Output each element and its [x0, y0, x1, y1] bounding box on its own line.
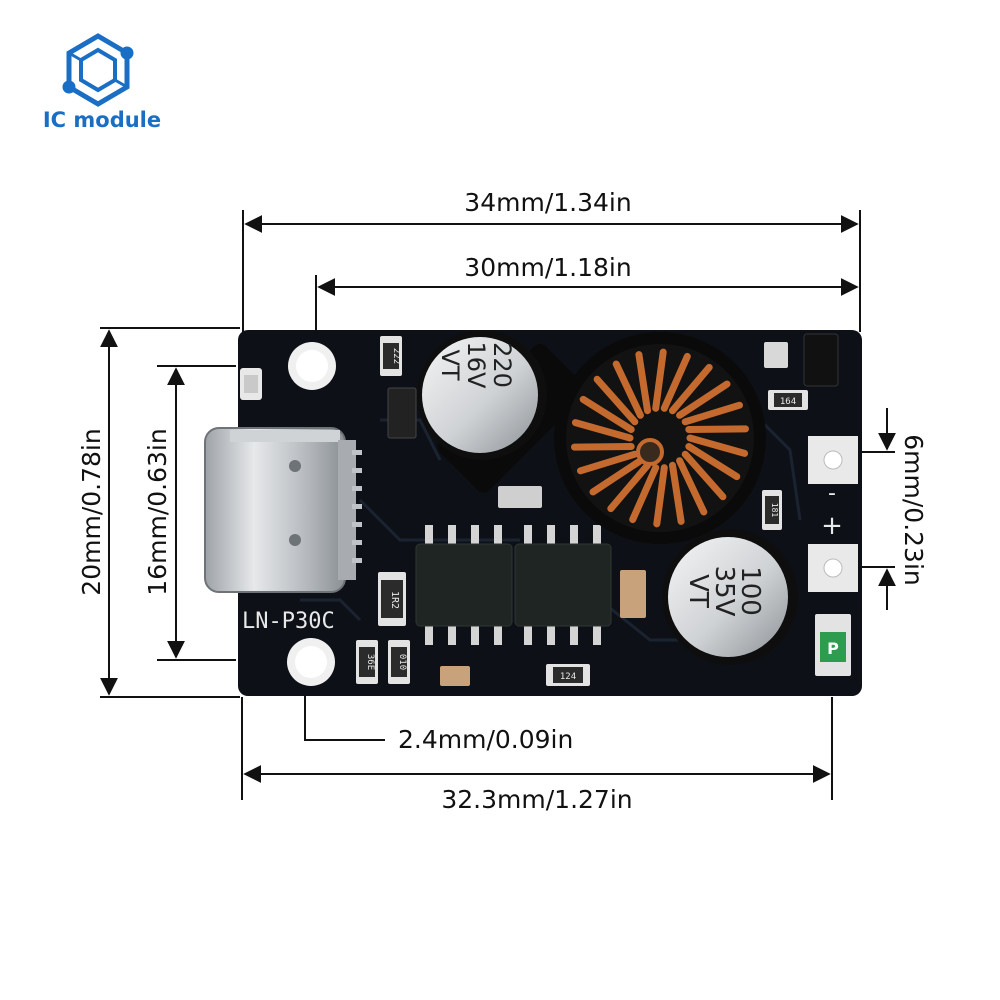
coil-winding	[577, 450, 639, 475]
cap2-voltage: 35V	[709, 566, 739, 617]
pad-plus-label: +	[821, 511, 843, 541]
smd-resistor-181: 181	[762, 490, 782, 530]
hexagon-circuit-icon	[62, 33, 134, 107]
coil-winding	[612, 360, 644, 419]
pad-minus-label: -	[828, 481, 836, 506]
smd-resistor-36e: 36E	[356, 640, 378, 684]
p-marker-pad: P	[815, 614, 851, 676]
output-pad-minus	[808, 436, 858, 484]
mounting-hole-top	[288, 342, 336, 390]
electrolytic-capacitor-220: 220 16V VT	[417, 330, 587, 493]
cap1-value: 220	[488, 342, 516, 388]
cap2-series: VT	[683, 574, 713, 608]
dim-pad-pitch: 6mm/0.23in	[899, 434, 928, 586]
coil-winding	[579, 395, 635, 433]
dim-total-width: 34mm/1.34in	[464, 188, 631, 217]
brand-name: IC module	[43, 108, 161, 132]
smd-resistor-010: 010	[388, 640, 410, 684]
resistor-code-2: 1R2	[389, 591, 400, 609]
tantalum-capacitor	[620, 570, 646, 618]
coil-winding	[660, 352, 691, 412]
resistor-code-4: 36E	[365, 654, 375, 670]
usb-c-connector-icon	[204, 427, 362, 593]
ic-chip-right	[514, 525, 612, 645]
dim-hole-vertical: 16mm/0.63in	[143, 428, 172, 595]
coil-winding	[652, 348, 667, 412]
dim-hole-diameter: 2.4mm/0.09in	[398, 725, 573, 754]
cap1-voltage: 16V	[462, 342, 490, 390]
smd-part-top	[764, 342, 788, 368]
coil-winding	[669, 363, 713, 415]
smd-resistor-222: 222	[380, 336, 402, 376]
coil-winding	[685, 425, 749, 433]
mounting-hole-bottom	[287, 638, 335, 686]
resistor-code-5: 010	[397, 654, 407, 670]
smd-resistor-1r2: 1R2	[378, 572, 406, 626]
coil-winding	[593, 375, 639, 426]
coil-winding	[607, 461, 651, 513]
dim-bottom-width: 32.3mm/1.27in	[441, 785, 632, 814]
coil-winding	[681, 450, 727, 501]
coil-winding	[653, 464, 668, 528]
coil-winding	[685, 443, 741, 481]
p-marker-label: P	[827, 639, 839, 658]
coil-winding	[571, 443, 635, 451]
brand-logo: IC module	[43, 33, 161, 132]
smd-capacitor	[498, 486, 542, 508]
coil-winding	[681, 401, 743, 426]
coil-winding	[669, 461, 685, 525]
cap2-value: 100	[735, 566, 765, 616]
cap1-series: VT	[436, 349, 464, 380]
resistor-code-6: 124	[560, 672, 576, 682]
smd-resistor-164: 164	[768, 390, 808, 410]
ic-chip-left	[415, 525, 513, 645]
dim-hole-spacing: 30mm/1.18in	[464, 253, 631, 282]
coil-winding	[571, 419, 634, 442]
resistor-code-8: 181	[770, 503, 779, 518]
coil-winding	[589, 457, 644, 496]
coil-winding	[686, 434, 749, 457]
electrolytic-capacitor-100: 100 35V VT	[662, 529, 798, 665]
led-indicator	[240, 368, 262, 400]
smd-capacitor-small	[440, 666, 470, 686]
output-pad-plus	[808, 544, 858, 592]
toroid-inductor-icon	[554, 332, 766, 544]
sot-transistor	[803, 333, 839, 387]
smd-diode	[387, 387, 417, 439]
board-silkscreen-label: LN-P30C	[242, 609, 335, 634]
dim-board-height: 20mm/0.78in	[77, 428, 106, 595]
coil-winding	[629, 464, 660, 524]
coil-winding	[676, 380, 731, 419]
resistor-code-7: 164	[780, 397, 796, 407]
smd-resistor-124: 124	[546, 664, 590, 686]
resistor-code-1: 222	[391, 348, 401, 364]
pcb-board: LN-P30C 222 1R2 36E 010 124	[204, 330, 862, 696]
coil-winding	[676, 457, 708, 516]
coil-winding	[635, 351, 651, 415]
